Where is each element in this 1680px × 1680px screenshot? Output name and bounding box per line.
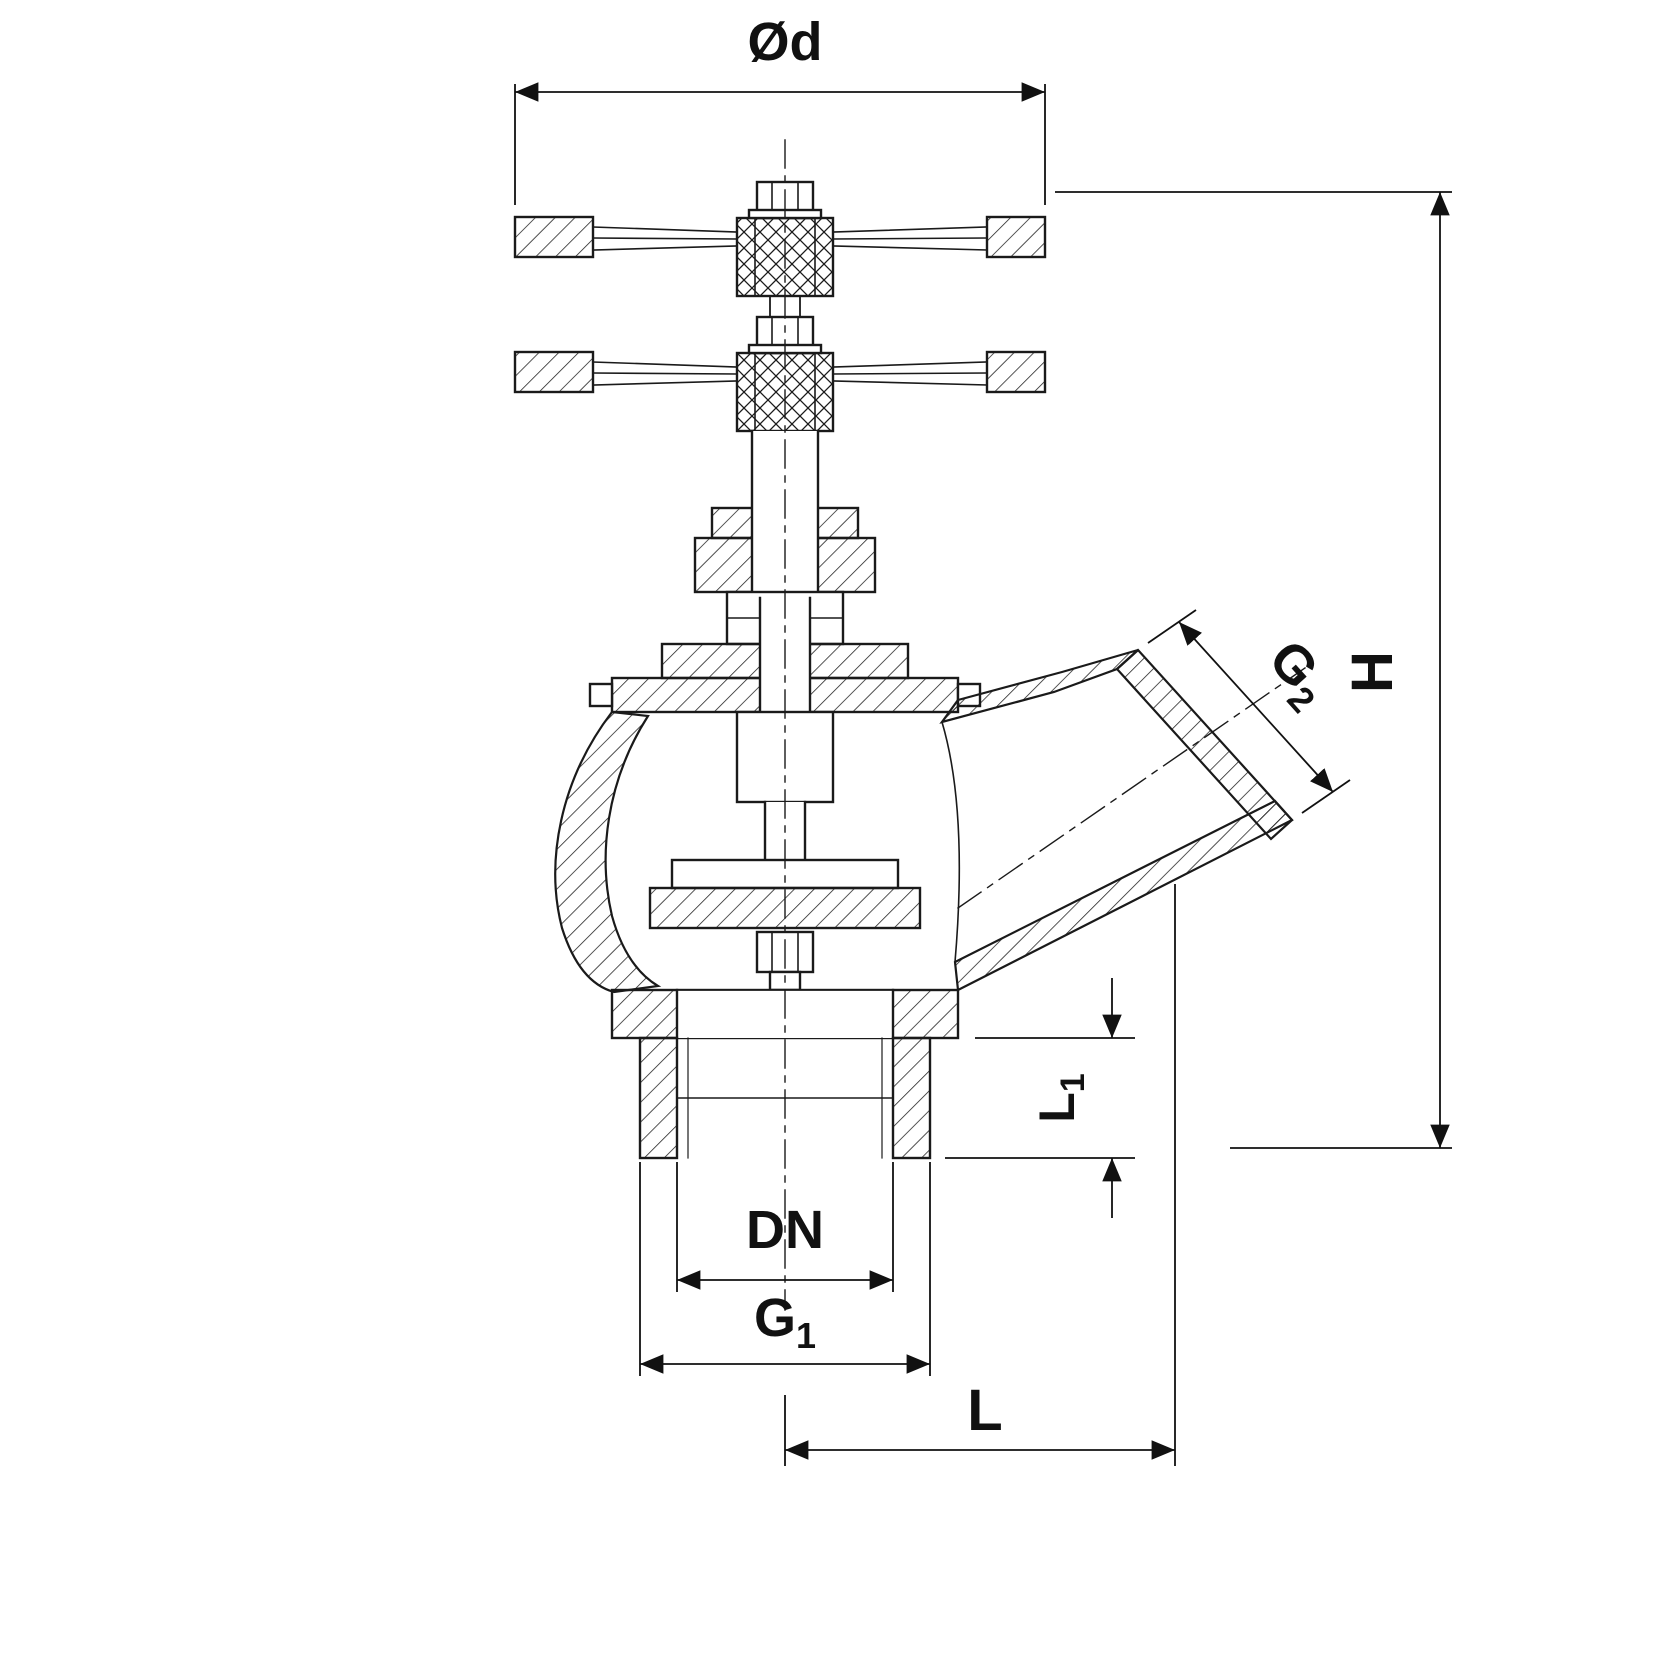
dim-label-g1: G1 — [754, 1288, 816, 1356]
port-wall-right — [891, 1036, 932, 1160]
centerlines — [784, 139, 1306, 1311]
outlet-wall-bottom — [953, 799, 1294, 992]
dim-label-l: L — [967, 1378, 1002, 1443]
outlet-end-thread — [1115, 648, 1294, 841]
handwheel-lower — [513, 295, 1047, 433]
port-wall-left — [638, 1036, 679, 1160]
dim-h — [1055, 191, 1452, 1149]
valve-geometry — [513, 139, 1306, 1311]
dimension-lines — [514, 82, 1452, 1466]
dim-g1 — [639, 1162, 931, 1376]
wheel-rim-left — [513, 350, 595, 394]
dimension-labels: Ød H G2 L1 DN G1 L — [746, 12, 1405, 1443]
wheel-spokes — [592, 226, 988, 251]
dim-dn — [676, 1162, 894, 1292]
wheel-rim-left — [513, 215, 595, 259]
dim-label-dn: DN — [746, 1200, 824, 1260]
wheel-rim-right — [985, 215, 1047, 259]
wheel-spokes — [592, 361, 988, 386]
dim-l1 — [945, 978, 1135, 1218]
body-wall-left — [554, 710, 662, 994]
flange-ear-left — [588, 682, 614, 708]
dim-label-g2: G2 — [1251, 629, 1343, 721]
dim-l — [784, 884, 1176, 1466]
dim-label-h: H — [1340, 651, 1405, 693]
dim-od — [514, 82, 1046, 205]
bonnet-gland-stack — [588, 429, 982, 714]
handwheel-upper — [513, 180, 1047, 298]
dim-label-l1: L1 — [1029, 1073, 1092, 1122]
dim-g2 — [1147, 609, 1351, 814]
body-inner-wall-right — [941, 721, 961, 963]
wheel-rim-right — [985, 350, 1047, 394]
dim-label-od: Ød — [748, 12, 823, 72]
